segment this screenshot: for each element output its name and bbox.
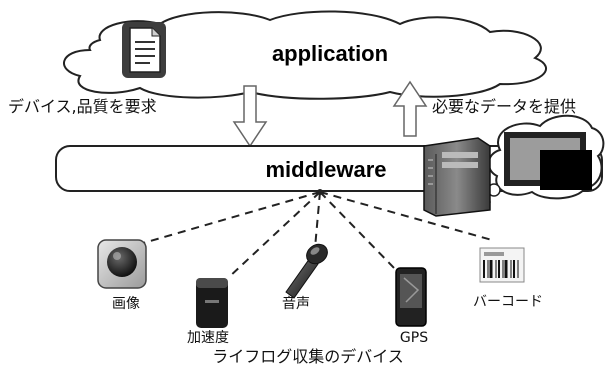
monitor-icon <box>504 132 592 190</box>
barcode-icon <box>479 247 525 283</box>
device-label-accelerometer: 加速度 <box>187 330 229 346</box>
server-icon <box>423 137 491 217</box>
camera-icon <box>97 239 147 289</box>
gps-icon <box>395 267 427 327</box>
accelerometer-icon <box>196 278 228 328</box>
device-label-barcode: バーコード <box>473 294 543 310</box>
microphone-icon <box>285 243 328 299</box>
device-label-microphone: 音声 <box>282 295 310 312</box>
request-arrow <box>232 85 268 148</box>
device-connectors <box>139 191 493 279</box>
device-label-gps: GPS <box>400 330 428 346</box>
device-label-camera: 画像 <box>112 296 140 312</box>
middleware-label: middleware <box>265 157 386 182</box>
application-label: application <box>272 41 388 66</box>
provide-arrow <box>392 80 428 137</box>
application-cloud: application <box>63 10 547 100</box>
provide-label: 必要なデータを提供 <box>432 97 576 116</box>
document-icon <box>122 22 166 78</box>
device-caption: ライフログ収集のデバイス <box>212 347 404 366</box>
request-label: デバイス,品質を要求 <box>8 97 157 116</box>
